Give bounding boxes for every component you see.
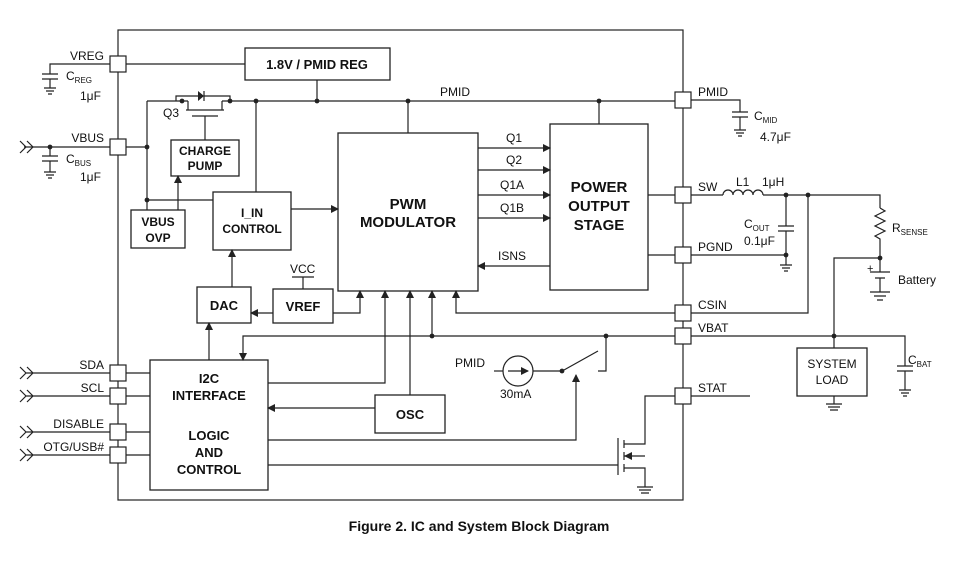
ic-outline [117,29,684,501]
svg-text:CONTROL: CONTROL [177,462,241,477]
svg-text:CHARGE: CHARGE [179,144,231,158]
svg-text:Q1A: Q1A [500,178,524,192]
svg-text:CBUS: CBUS [66,152,91,168]
vref-block: VREF [272,288,334,324]
svg-text:PUMP: PUMP [188,159,223,173]
svg-text:SDA: SDA [79,358,104,372]
svg-text:0.1μF: 0.1μF [744,234,775,248]
system-load-block: SYSTEM LOAD [796,347,868,397]
dac-block: DAC [196,286,252,324]
pin-sw [674,186,692,204]
wires: Q3 PMID Q1 Q2 Q1A Q1B ISNS [19,63,913,494]
svg-text:STAT: STAT [698,381,728,395]
pin-pgnd [674,246,692,264]
pin-vreg [109,55,127,73]
svg-text:CBAT: CBAT [908,353,932,369]
svg-text:SW: SW [698,180,718,194]
svg-text:SCL: SCL [81,381,105,395]
pin-csin [674,304,692,322]
pin-vbus [109,138,127,156]
svg-text:CMID: CMID [754,109,778,125]
svg-text:LOGIC: LOGIC [188,428,230,443]
reg-label: 1.8V / PMID REG [266,57,368,72]
svg-text:Battery: Battery [898,273,936,287]
left-pins: VREG VBUS SDA SCL DISABLE OTG/USB# [43,49,127,464]
vbus-ovp-block: VBUS OVP [130,209,186,249]
svg-text:VBUS: VBUS [71,131,104,145]
svg-text:AND: AND [195,445,223,460]
svg-text:Q2: Q2 [506,153,522,167]
pin-scl [109,387,127,405]
pwm-modulator-block: PWM MODULATOR [337,132,479,292]
svg-text:PMID: PMID [455,356,485,370]
charge-pump-block: CHARGE PUMP [170,139,240,177]
svg-text:VBAT: VBAT [698,321,729,335]
svg-text:STAGE: STAGE [574,217,625,234]
svg-text:VREF: VREF [286,299,321,314]
svg-text:ISNS: ISNS [498,249,526,263]
svg-text:CREG: CREG [66,69,92,85]
osc-block: OSC [374,394,446,434]
svg-text:RSENSE: RSENSE [892,221,928,237]
power-output-stage-block: POWER OUTPUT STAGE [549,123,649,291]
svg-text:LOAD: LOAD [816,373,849,387]
svg-text:I2C: I2C [199,371,220,386]
i-in-control-block: I_IN CONTROL [212,191,292,251]
reg-block: 1.8V / PMID REG [244,47,391,81]
svg-text:1μF: 1μF [80,170,101,184]
svg-text:POWER: POWER [571,179,628,196]
svg-text:MODULATOR: MODULATOR [360,214,456,231]
right-pins: PMID SW PGND CSIN VBAT STAT [674,85,733,405]
svg-text:CSIN: CSIN [698,298,727,312]
pin-stat [674,387,692,405]
svg-text:4.7μF: 4.7μF [760,130,791,144]
svg-text:CONTROL: CONTROL [222,222,281,236]
svg-text:OTG/USB#: OTG/USB# [43,440,104,454]
svg-text:COUT: COUT [744,217,770,233]
svg-text:PGND: PGND [698,240,733,254]
svg-text:1μF: 1μF [80,89,101,103]
svg-text:INTERFACE: INTERFACE [172,388,246,403]
pin-vbat [674,327,692,345]
svg-text:Q1: Q1 [506,131,522,145]
svg-text:PWM: PWM [390,196,427,213]
svg-text:DISABLE: DISABLE [53,417,104,431]
svg-text:Q3: Q3 [163,106,179,120]
svg-text:Q1B: Q1B [500,201,524,215]
svg-text:PMID: PMID [698,85,728,99]
pin-sda [109,364,127,382]
svg-text:+: + [867,263,873,275]
figure-caption: Figure 2. IC and System Block Diagram [348,518,610,534]
logic-block: I2C INTERFACE LOGIC AND CONTROL [149,359,269,491]
svg-text:30mA: 30mA [500,387,531,401]
svg-text:L1: L1 [736,175,750,189]
svg-text:SYSTEM: SYSTEM [807,357,856,371]
svg-text:PMID: PMID [440,85,470,99]
svg-text:DAC: DAC [210,298,239,313]
svg-text:OSC: OSC [396,407,425,422]
svg-text:VCC: VCC [290,262,316,276]
pin-otg-usb [109,446,127,464]
pin-pmid [674,91,692,109]
component-labels: CREG 1μF CBUS 1μF CMID 4.7μF L1 1μH COUT… [66,69,936,369]
svg-text:OUTPUT: OUTPUT [568,198,630,215]
svg-text:VBUS: VBUS [141,215,174,229]
svg-text:OVP: OVP [145,231,170,245]
pin-disable [109,423,127,441]
svg-text:1μH: 1μH [762,175,784,189]
svg-text:VREG: VREG [70,49,104,63]
svg-text:I_IN: I_IN [241,206,263,220]
